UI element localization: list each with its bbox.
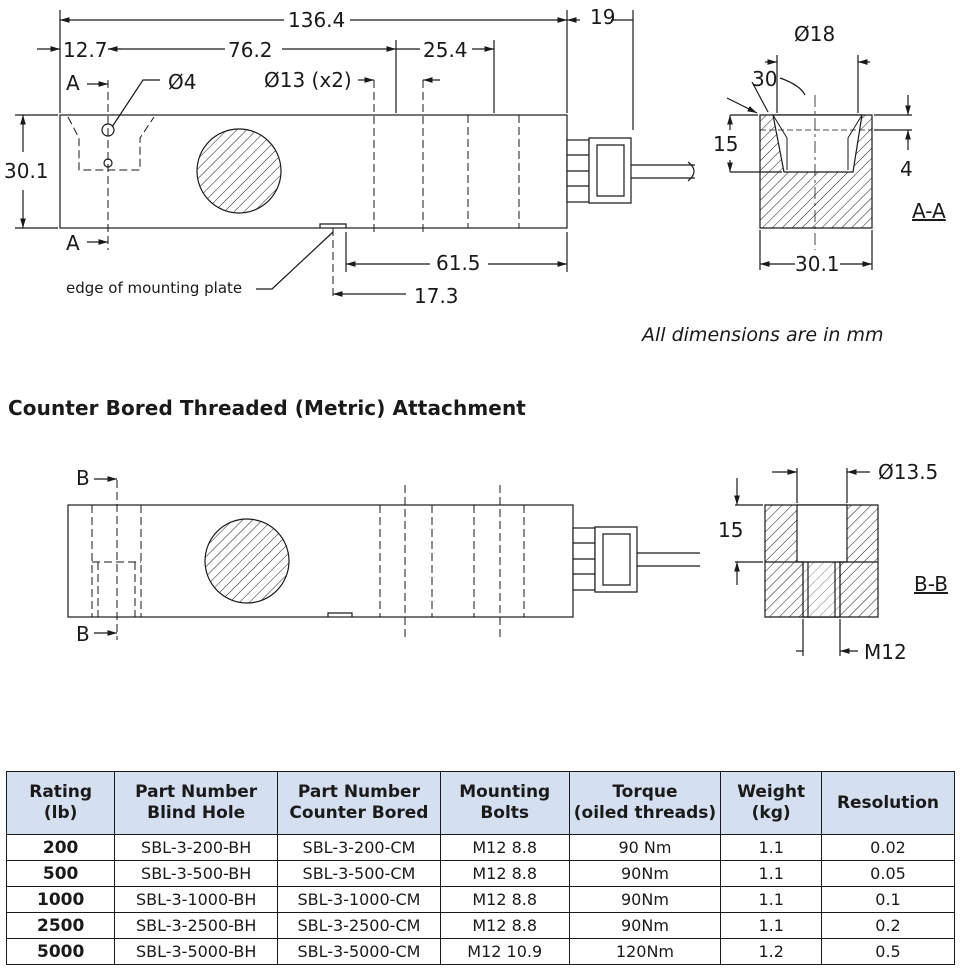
table-cell: 90 Nm: [568, 834, 722, 861]
technical-drawing: 136.4 19 12.7 76.2 25.4 Ø4 Ø13 (x2) 30.1…: [4, 5, 948, 664]
table-cell: 0.02: [820, 834, 956, 861]
table-cell: 1.2: [720, 938, 822, 965]
table-cell: SBL-3-200-CM: [277, 834, 441, 861]
table-cell: SBL-3-1000-BH: [114, 886, 279, 913]
section-a-bottom-label: A: [66, 231, 80, 255]
table-cell: 1.1: [720, 886, 822, 913]
dim-plate-offset: 17.3: [414, 284, 459, 308]
table-cell: M12 8.8: [439, 834, 570, 861]
table-cell: SBL-3-2500-CM: [277, 912, 441, 939]
section-aa-view: [726, 55, 912, 270]
section-bb-label: B-B: [914, 572, 948, 596]
table-cell: SBL-3-1000-CM: [277, 886, 441, 913]
table-cell: 90Nm: [568, 860, 722, 887]
table-cell: SBL-3-500-CM: [277, 860, 441, 887]
table-cell: 1.1: [720, 912, 822, 939]
bottom-view-text: B B: [76, 466, 90, 646]
table-cell: SBL-3-2500-BH: [114, 912, 279, 939]
bb-bore-dia: Ø13.5: [878, 460, 938, 484]
top-view: [15, 10, 695, 300]
dim-height: 30.1: [4, 159, 49, 183]
aa-depth: 15: [713, 132, 738, 156]
dim-hole-spacing-1: 76.2: [228, 38, 273, 62]
section-bb-view: [734, 468, 879, 656]
table-cell: 0.05: [820, 860, 956, 887]
table-cell: 90Nm: [568, 886, 722, 913]
edge-note: edge of mounting plate: [66, 279, 242, 297]
table-cell: 500: [5, 860, 116, 887]
dim-plate-length: 61.5: [436, 251, 481, 275]
table-cell: 1.1: [720, 860, 822, 887]
col-header-weight: Weight(kg): [720, 771, 822, 835]
table-cell: 1000: [5, 886, 116, 913]
table-cell: 0.1: [820, 886, 956, 913]
table-cell: 0.2: [820, 912, 956, 939]
table-cell: SBL-3-5000-BH: [114, 938, 279, 965]
dim-hole-diameter-small: Ø4: [168, 70, 196, 94]
table-cell: 5000: [5, 938, 116, 965]
table-cell: 120Nm: [568, 938, 722, 965]
section-bb-text: Ø13.5 15 M12 B-B: [718, 460, 948, 664]
table-cell: SBL-3-5000-CM: [277, 938, 441, 965]
table-cell: 90Nm: [568, 912, 722, 939]
units-note: All dimensions are in mm: [642, 324, 884, 346]
section-aa-text: Ø18 30 15 4 30.1 A-A: [713, 22, 946, 276]
dim-hole-spacing-2: 25.4: [423, 38, 468, 62]
section-a-top-label: A: [66, 71, 80, 95]
section-b-top-label: B: [76, 466, 90, 490]
dim-overall-length: 136.4: [288, 8, 345, 32]
load-cell-body: [59, 114, 568, 229]
load-cell-body-2: [67, 504, 574, 618]
col-header-rating: Rating(lb): [5, 771, 116, 835]
table-cell: M12 8.8: [439, 912, 570, 939]
top-view-text: 136.4 19 12.7 76.2 25.4 Ø4 Ø13 (x2) 30.1…: [4, 5, 615, 308]
dim-hole-offset: 12.7: [63, 38, 108, 62]
table-cell: M12 10.9: [439, 938, 570, 965]
table-cell: M12 8.8: [439, 860, 570, 887]
section-aa-label: A-A: [912, 199, 946, 223]
table-cell: 1.1: [720, 834, 822, 861]
aa-thread: 4: [900, 157, 913, 181]
table-cell: 2500: [5, 912, 116, 939]
col-header-torque: Torque(oiled threads): [568, 771, 722, 835]
col-header-resolution: Resolution: [820, 771, 956, 835]
table-cell: 0.5: [820, 938, 956, 965]
gauge-circle: [196, 128, 282, 214]
dim-hole-diameter-mount: Ø13 (x2): [264, 68, 352, 92]
bb-thread: M12: [864, 640, 907, 664]
aa-angle: 30: [752, 67, 777, 91]
bottom-view: [67, 476, 700, 640]
table-cell: SBL-3-500-BH: [114, 860, 279, 887]
section-b-bottom-label: B: [76, 622, 90, 646]
aa-width: 30.1: [795, 252, 840, 276]
table-cell: M12 8.8: [439, 886, 570, 913]
aa-bore-dia: Ø18: [794, 22, 835, 46]
bb-depth: 15: [718, 518, 743, 542]
table-cell: SBL-3-200-BH: [114, 834, 279, 861]
table-cell: 200: [5, 834, 116, 861]
section-title: Counter Bored Threaded (Metric) Attachme…: [8, 396, 526, 420]
dim-cable-length: 19: [590, 5, 615, 29]
